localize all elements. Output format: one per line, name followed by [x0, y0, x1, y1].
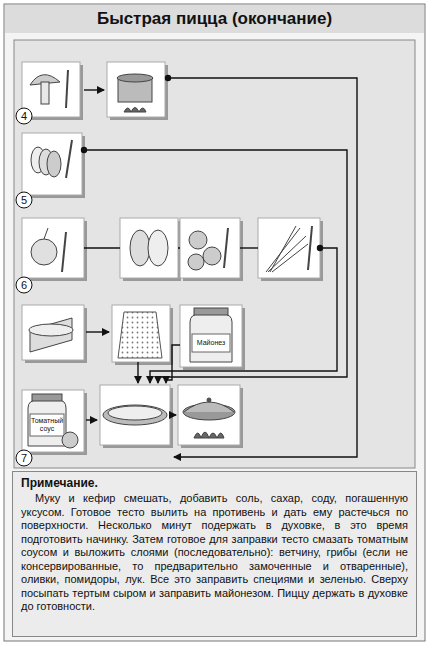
- icon-box: [112, 305, 170, 362]
- icon-box: [22, 305, 84, 360]
- note-box: Примечание. Муку и кефир смешать, добавит…: [12, 471, 417, 637]
- icon-box: [22, 133, 82, 195]
- jar-label: Майонез: [192, 334, 230, 352]
- callout-number: 6: [16, 277, 32, 293]
- tomato-sauce-jar: Томатный соус: [22, 390, 84, 452]
- note-heading: Примечание.: [21, 476, 408, 490]
- icon-box: [22, 218, 84, 278]
- icon-box: [178, 385, 240, 445]
- flow-lines: [82, 76, 358, 458]
- icon-box: [100, 385, 170, 445]
- note-body: Муку и кефир смешать, добавить соль, сах…: [21, 492, 408, 614]
- callout-number: 4: [16, 108, 32, 124]
- callout-circles: [16, 108, 32, 466]
- jar-label: Томатный соус: [30, 414, 64, 436]
- icon-box: [120, 218, 178, 278]
- icon-box: [22, 62, 80, 117]
- mayonnaise-jar: Майонез: [180, 305, 242, 367]
- icons: [28, 70, 312, 448]
- icon-box: [107, 62, 165, 117]
- title-band: [5, 5, 424, 33]
- diagram-panel: [14, 40, 415, 468]
- callout-number: 5: [16, 192, 32, 208]
- icon-box: [180, 305, 242, 367]
- page-title: Быстрая пицца (окончание): [5, 5, 424, 33]
- icon-box: [180, 218, 240, 278]
- callout-number: 7: [16, 450, 32, 466]
- icon-box: [258, 218, 320, 278]
- icon-box: [22, 390, 84, 452]
- outer-frame: [4, 4, 425, 641]
